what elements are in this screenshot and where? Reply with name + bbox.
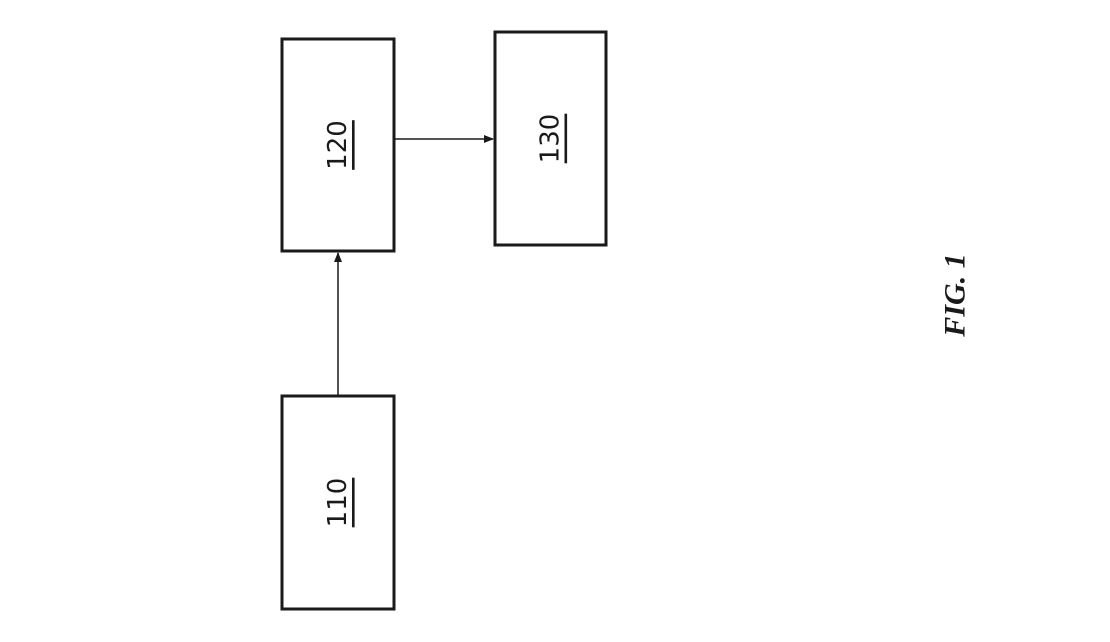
- block-110-box: [280, 394, 396, 611]
- block-110-label: 110: [323, 478, 353, 528]
- block-120: 120: [280, 37, 396, 253]
- block-120-box: [280, 37, 396, 253]
- block-130: 130: [493, 30, 608, 247]
- block-110: 110: [280, 394, 396, 611]
- block-130-box: [493, 30, 608, 247]
- block-120-label: 120: [323, 120, 353, 170]
- block-130-label: 130: [536, 114, 566, 164]
- figure-caption: FIG. 1: [939, 253, 972, 337]
